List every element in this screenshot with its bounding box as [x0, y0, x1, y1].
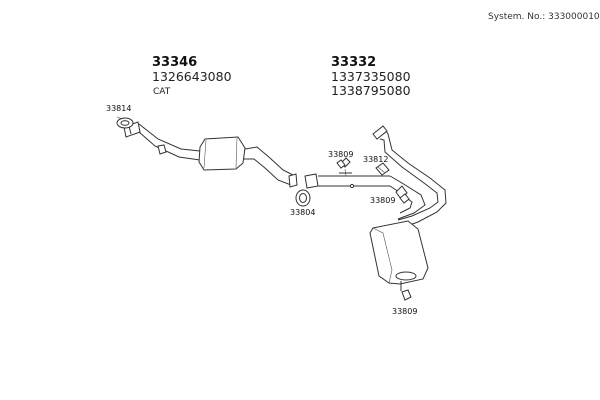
middle-gasket: 33804: [290, 189, 315, 217]
middle-gasket-callout: 33804: [290, 208, 315, 217]
hanger-middle: 33809: [370, 185, 410, 205]
rear-pipe-and-muffler: [304, 125, 447, 285]
hanger-lower: 33809: [392, 281, 417, 316]
rear-section-ref: 33332: [331, 55, 376, 70]
system-number: System. No.: 333000010. 02: [488, 12, 600, 22]
clamp-callout: 33812: [363, 155, 388, 164]
rear-section-part-number-1: 1337335080: [331, 69, 411, 84]
clamp: 33812: [363, 155, 390, 176]
front-gasket-callout: 33814: [106, 104, 131, 113]
front-pipe-with-catalytic-converter: [123, 121, 298, 188]
hanger-lower-callout: 33809: [392, 307, 417, 316]
rear-section-part-number-2: 1338795080: [331, 83, 411, 98]
rear-muffler: [369, 220, 429, 285]
hanger-upper-callout: 33809: [328, 150, 353, 159]
hanger-upper: 33809: [328, 150, 353, 177]
front-section-type-label: CAT: [153, 87, 171, 97]
front-section-ref: 33346: [152, 55, 197, 70]
hanger-middle-callout: 33809: [370, 196, 395, 205]
front-section-part-number: 1326643080: [152, 69, 232, 84]
catalytic-converter: [198, 136, 246, 171]
front-gasket: 33814: [106, 104, 134, 129]
